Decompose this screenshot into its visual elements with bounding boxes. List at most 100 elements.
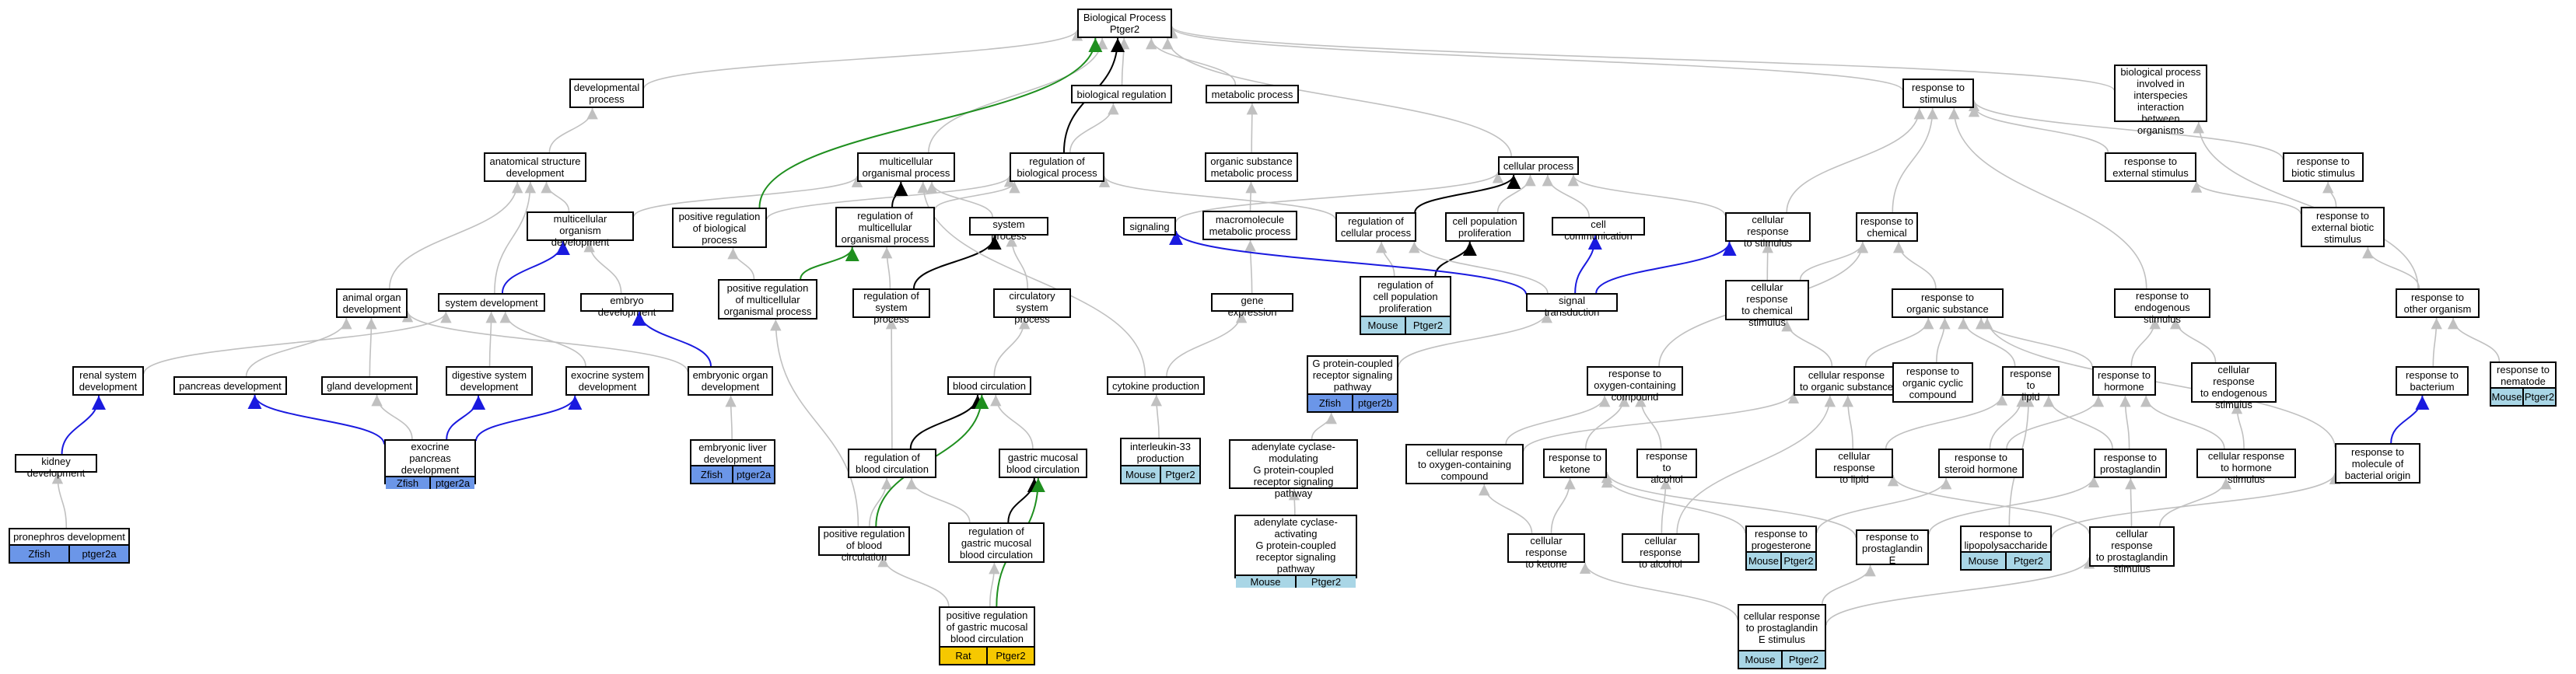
go-term-node-ralcohol[interactable]: response to alcohol: [1636, 449, 1697, 485]
go-term-node-cytprod[interactable]: cytokine production: [1107, 376, 1205, 395]
go-term-node-exodev[interactable]: exocrine system development: [565, 366, 649, 396]
go-term-node-croxy[interactable]: cellular response to oxygen-containing c…: [1405, 444, 1524, 484]
go-term-node-posreggmbc[interactable]: positive regulation of gastric mucosal b…: [939, 606, 1035, 665]
edge-crchem-to-crstim: [1762, 241, 1773, 281]
go-term-node-renal[interactable]: renal system development: [72, 366, 144, 396]
go-term-node-sigtrans[interactable]: signal transduction: [1526, 293, 1618, 318]
go-term-node-rextstim[interactable]: response to external stimulus: [2105, 152, 2196, 182]
go-term-node-posregbp[interactable]: positive regulation of biological proces…: [672, 208, 767, 248]
go-term-node-geneexp[interactable]: gene expression: [1211, 293, 1293, 318]
go-term-node-reggmbc[interactable]: regulation of gastric mucosal blood circ…: [948, 522, 1045, 563]
go-term-node-regbp[interactable]: regulation of biological process: [1010, 152, 1104, 182]
go-term-node-acmod[interactable]: adenylate cyclase-modulating G protein-c…: [1229, 439, 1358, 499]
edge-crendo-to-rendo: [2169, 317, 2217, 363]
edge-regblood-to-bloodcirc: [909, 394, 985, 449]
go-term-node-circsys[interactable]: circulatory system process: [993, 288, 1071, 325]
go-term-node-rpge[interactable]: response to prostaglandin E: [1856, 529, 1929, 566]
species-tag: Zfish: [10, 546, 68, 562]
go-term-node-crprosta[interactable]: cellular response to prostaglandin stimu…: [2089, 526, 2175, 574]
go-term-node-rchem[interactable]: response to chemical: [1856, 212, 1918, 242]
go-term-node-rbiostim[interactable]: response to biotic stimulus: [2283, 152, 2364, 182]
go-term-node-regcp[interactable]: regulation of cellular process: [1335, 212, 1416, 242]
go-term-node-crendo[interactable]: cellular response to endogenous stimulus: [2191, 362, 2277, 410]
go-term-node-multi[interactable]: multicellular organismal process: [857, 152, 955, 182]
go-term-node-regmulti[interactable]: regulation of multicellular organismal p…: [835, 207, 935, 247]
go-term-node-cros[interactable]: cellular response to organic substance: [1794, 366, 1899, 396]
go-term-node-metab[interactable]: metabolic process: [1206, 85, 1299, 103]
go-term-node-crlipid[interactable]: cellular response to lipid: [1815, 449, 1893, 485]
go-term-node-aod[interactable]: animal organ development: [336, 288, 408, 318]
go-term-node-signaling[interactable]: signaling: [1123, 217, 1176, 236]
go-term-node-rhormone[interactable]: response to hormone: [2092, 366, 2156, 396]
go-term-node-rprosta[interactable]: response to prostaglandin: [2094, 449, 2167, 478]
go-term-node-gpcr[interactable]: G protein-coupled receptor signaling pat…: [1307, 355, 1398, 413]
go-term-node-rsteroid[interactable]: response to steroid hormone: [1938, 449, 2024, 478]
edge-rextbio-to-rextstim: [2190, 181, 2301, 215]
go-term-node-sysproc[interactable]: system process: [969, 217, 1048, 242]
go-term-node-regcellprolif[interactable]: regulation of cell population proliferat…: [1360, 276, 1451, 335]
go-term-node-rbact[interactable]: response to bacterium: [2396, 366, 2469, 396]
go-term-node-kidney[interactable]: kidney development: [15, 454, 97, 479]
edge-rprosta-to-rhormone: [2119, 395, 2131, 449]
go-term-node-crketone[interactable]: cellular response to ketone: [1507, 533, 1585, 570]
go-term-node-bloodcirc[interactable]: blood circulation: [947, 376, 1031, 395]
go-term-node-digdev[interactable]: digestive system development: [446, 366, 533, 396]
go-term-node-rocc[interactable]: response to organic cyclic compound: [1892, 362, 1973, 403]
edge-renal-to-sysdev: [143, 311, 452, 374]
go-term-node-posregblood[interactable]: positive regulation of blood circulation: [818, 526, 910, 563]
go-term-node-embod[interactable]: embryonic organ development: [688, 366, 773, 396]
go-term-node-acact[interactable]: adenylate cyclase-activating G protein-c…: [1234, 515, 1357, 588]
go-term-node-rstim[interactable]: response to stimulus: [1902, 79, 1974, 108]
go-term-node-regblood[interactable]: regulation of blood circulation: [848, 449, 936, 478]
edge-sigtrans-to-regcp: [1409, 241, 1549, 294]
go-term-node-mod[interactable]: multicellular organism development: [527, 211, 634, 248]
go-term-node-pancdev[interactable]: pancreas development: [173, 376, 287, 395]
go-term-node-crchem[interactable]: cellular response to chemical stimulus: [1725, 280, 1809, 328]
edge-regbp-to-bioreg: [1069, 103, 1119, 153]
go-term-node-posregmulti[interactable]: positive regulation of multicellular org…: [718, 279, 817, 320]
go-term-label: animal organ development: [342, 292, 401, 315]
go-term-node-rendo[interactable]: response to endogenous stimulus: [2114, 288, 2210, 325]
go-term-node-ros[interactable]: response to organic substance: [1892, 288, 2004, 318]
go-term-node-cellprolif[interactable]: cell population proliferation: [1445, 212, 1524, 242]
edge-posregblood-to-regblood: [869, 477, 893, 527]
go-term-node-cralcohol[interactable]: cellular response to alcohol: [1622, 533, 1699, 570]
go-term-node-bp[interactable]: Biological Process Ptger2: [1077, 9, 1172, 38]
go-term-node-gmbc[interactable]: gastric mucosal blood circulation: [999, 449, 1087, 478]
go-term-node-crhormone[interactable]: cellular response to hormone stimulus: [2196, 449, 2296, 485]
go-term-node-regsys[interactable]: regulation of system process: [852, 288, 930, 325]
edge-asd-to-devproc: [548, 107, 598, 153]
go-term-node-bioreg[interactable]: biological regulation: [1071, 85, 1172, 103]
go-term-node-rother[interactable]: response to other organism: [2396, 288, 2480, 318]
go-term-node-rextbio[interactable]: response to external biotic stimulus: [2301, 207, 2385, 247]
go-term-node-devproc[interactable]: developmental process: [569, 79, 644, 108]
go-term-node-asd[interactable]: anatomical structure development: [484, 152, 586, 182]
go-term-node-macromp[interactable]: macromolecule metabolic process: [1202, 211, 1297, 240]
go-term-label: cell communication: [1564, 218, 1633, 242]
go-term-node-crpge[interactable]: cellular response to prostaglandin E sti…: [1738, 604, 1826, 669]
go-term-node-embdev[interactable]: embryo development: [580, 293, 674, 318]
go-term-node-crstim[interactable]: cellular response to stimulus: [1725, 212, 1811, 249]
go-term-node-rmbo[interactable]: response to molecule of bacterial origin: [2335, 443, 2420, 484]
go-term-node-osmp[interactable]: organic substance metabolic process: [1205, 152, 1298, 182]
go-term-label: multicellular organismal process: [862, 155, 950, 179]
go-term-node-cellproc[interactable]: cellular process: [1498, 156, 1579, 175]
go-term-label: response to bacterium: [2406, 369, 2459, 393]
go-term-node-rketone[interactable]: response to ketone: [1543, 449, 1607, 478]
go-term-node-cellcomm[interactable]: cell communication: [1552, 217, 1645, 242]
go-term-node-rlipid[interactable]: response to lipid: [2002, 366, 2060, 403]
go-term-node-interorg[interactable]: biological process involved in interspec…: [2114, 65, 2207, 136]
edge-rchem-to-rstim: [1892, 107, 1938, 213]
go-term-node-glanddev[interactable]: gland development: [321, 376, 418, 395]
go-term-node-roxy[interactable]: response to oxygen-containing compound: [1587, 366, 1683, 403]
go-term-node-sysdev[interactable]: system development: [438, 293, 545, 312]
